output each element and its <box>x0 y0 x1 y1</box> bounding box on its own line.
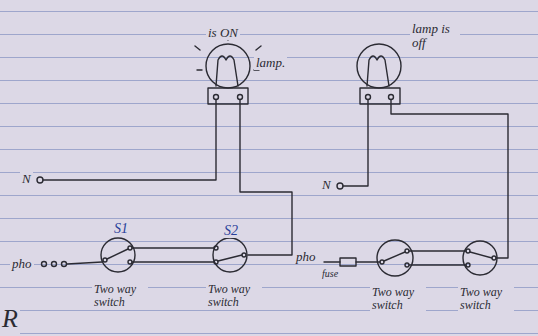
lamp-symbol <box>357 44 401 88</box>
wire <box>324 261 380 262</box>
wire <box>391 100 508 258</box>
terminal <box>103 258 107 262</box>
terminal <box>466 263 470 267</box>
phase-label: pho <box>294 250 318 264</box>
switch-blade <box>107 249 128 259</box>
terminal <box>214 95 219 100</box>
phase-label: pho <box>10 257 34 271</box>
terminal <box>380 260 384 264</box>
lamp-state: is ON <box>206 26 240 40</box>
wire <box>240 100 292 255</box>
switch-name: S1 <box>112 221 130 236</box>
terminal <box>37 177 43 183</box>
light-rays <box>195 37 261 70</box>
terminal <box>214 260 218 264</box>
wire <box>132 248 214 262</box>
lamp-state: lamp is off <box>410 22 460 51</box>
terminal <box>62 262 67 267</box>
switch-symbol <box>377 240 413 276</box>
switch-symbol <box>213 238 247 272</box>
margin-letter: R <box>0 305 20 334</box>
switch-name: S2 <box>222 223 240 238</box>
terminal <box>214 246 218 250</box>
wire <box>43 100 216 180</box>
terminal <box>389 95 394 100</box>
switch-blade <box>470 252 492 258</box>
wire <box>409 251 466 265</box>
lamp-filament <box>367 56 389 86</box>
switch-blade <box>218 255 242 261</box>
switch-blade <box>384 252 405 261</box>
lamp-holder <box>208 88 248 104</box>
neutral-label: N <box>320 178 333 192</box>
lamp-label: lamp. <box>254 56 287 70</box>
terminal <box>238 95 243 100</box>
switch-symbol <box>463 241 497 275</box>
lamp-holder <box>360 88 400 104</box>
switch-caption: Two way switch <box>370 286 426 312</box>
neutral-label: N <box>20 172 33 186</box>
wire <box>343 100 368 186</box>
fuse-label: fuse <box>320 268 340 279</box>
terminal <box>337 183 343 189</box>
switch-caption: Two way switch <box>458 286 514 312</box>
switch-symbol <box>101 238 135 272</box>
wire <box>67 262 102 264</box>
terminal <box>466 249 470 253</box>
terminal <box>42 262 47 267</box>
fuse-symbol <box>340 258 356 266</box>
switch-caption: Two way switch <box>92 283 148 309</box>
terminal <box>52 262 57 267</box>
switch-caption: Two way switch <box>206 283 262 309</box>
terminal <box>366 95 371 100</box>
lamp-symbol <box>206 44 250 88</box>
lamp-filament <box>216 56 238 86</box>
